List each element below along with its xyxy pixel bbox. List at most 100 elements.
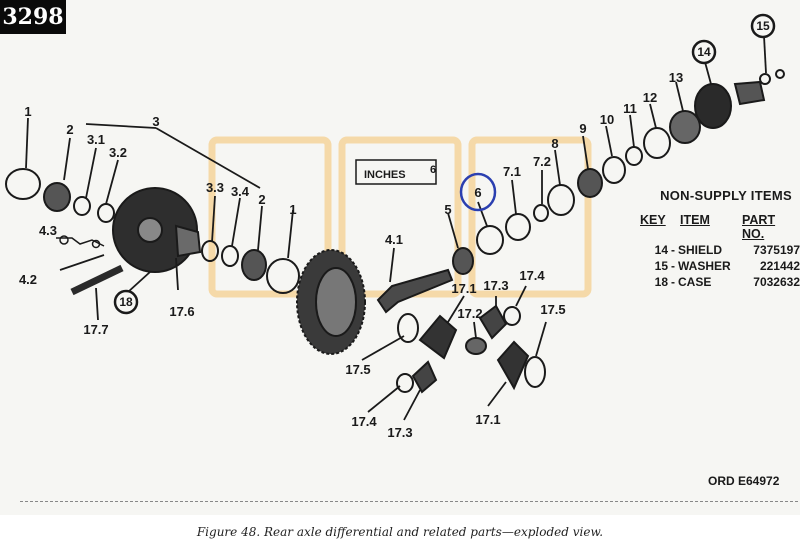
circled-label-18 <box>113 289 139 315</box>
part-label: 17.2 <box>457 306 482 321</box>
part-8-spacer <box>547 184 575 216</box>
thrust-washer-17-5-left <box>397 313 419 343</box>
ring-gear-inner <box>315 267 357 337</box>
legend-key: 15 <box>654 259 668 273</box>
part-label: 17.4 <box>519 268 545 283</box>
part-label: 17.7 <box>83 322 108 337</box>
bearing-cone-right <box>241 249 267 281</box>
case-bore <box>137 217 163 243</box>
shim-3-3 <box>201 240 219 262</box>
shim-7-1 <box>505 213 531 241</box>
part-label: 3.2 <box>109 145 127 160</box>
part-label: 17.6 <box>169 304 194 319</box>
pinion-mate-17-3 <box>478 304 508 340</box>
part-label: 3.4 <box>231 184 250 199</box>
bearing-cup-right <box>266 258 300 294</box>
thrust-washer-17-4 <box>503 306 521 326</box>
circled-label-15-text: 15 <box>756 19 770 33</box>
part-label: 3.1 <box>87 132 105 147</box>
legend-row: 15 - WASHER 221442 <box>640 259 800 273</box>
bearing-cup-left <box>5 168 41 200</box>
legend-row: 18 - CASE 7032632 <box>640 275 800 289</box>
part-15-washer <box>759 73 771 85</box>
legend-part-no: 7375197 <box>753 243 800 257</box>
exploded-view-diagram: INCHES 6 <box>5 13 785 440</box>
bearing-cone-left <box>43 182 71 212</box>
part-13-ring <box>669 110 701 144</box>
shim-3-2 <box>97 203 115 223</box>
part-label: 17.1 <box>475 412 500 427</box>
nut <box>775 69 785 79</box>
legend-part-no: 221442 <box>759 259 800 273</box>
selection-ring-part-6 <box>459 172 497 212</box>
companion-flange <box>733 80 766 106</box>
part-label: 5 <box>444 202 451 217</box>
leader-lines <box>25 35 767 421</box>
scale-note-value: 6 <box>430 164 436 176</box>
part-label: 9 <box>579 121 586 136</box>
part-label: 17.3 <box>387 425 412 440</box>
part-label: 17.5 <box>345 362 370 377</box>
lock-bolt <box>59 235 69 245</box>
part-label: 17.4 <box>351 414 377 429</box>
legend-header-part: PART NO. <box>742 213 776 241</box>
part-11-washer <box>625 146 643 166</box>
shim-7-2 <box>533 204 549 222</box>
pinion-mate-17-2 <box>465 337 487 355</box>
legend-title: NON-SUPPLY ITEMS <box>660 188 792 203</box>
highlight-frame-left <box>208 136 332 298</box>
circled-label-14 <box>691 39 717 65</box>
caption-divider <box>20 501 798 502</box>
part-label: 10 <box>600 112 614 127</box>
part-label: 7.1 <box>503 164 521 179</box>
legend-header-row: KEY ITEM PART NO. <box>640 213 800 241</box>
non-supply-items-legend: NON-SUPPLY ITEMS KEY ITEM PART NO. 14 - … <box>640 188 800 289</box>
part-label: 3.3 <box>206 180 224 195</box>
pinion-bearing <box>452 247 474 275</box>
part-label: 4.2 <box>19 272 37 287</box>
part-label: 3 <box>152 114 159 129</box>
part-label: 17.3 <box>483 278 508 293</box>
legend-key: 14 <box>654 243 668 257</box>
part-label: 12 <box>643 90 657 105</box>
legend-key: 18 <box>654 275 668 289</box>
thrust-washer-17-4-lower <box>396 373 414 393</box>
part-label: 17.1 <box>451 281 476 296</box>
part-10-cup <box>602 156 626 184</box>
circled-labels: 18 14 15 <box>113 13 776 315</box>
part-label: 4.1 <box>385 232 403 247</box>
circled-label-18-text: 18 <box>119 295 133 309</box>
part-9-bearing <box>577 168 603 198</box>
part-label: 1 <box>24 104 31 119</box>
part-12-seal <box>643 127 671 159</box>
part-label: 6 <box>474 185 481 200</box>
circled-label-15 <box>750 13 776 39</box>
parts <box>5 69 785 394</box>
scale-note: INCHES 6 <box>355 159 437 185</box>
highlight-frame-right <box>468 136 592 298</box>
part-label: 2 <box>258 192 265 207</box>
part-label: 7.2 <box>533 154 551 169</box>
part-label: 17.5 <box>540 302 565 317</box>
part-label: 8 <box>551 136 558 151</box>
legend-part-no: 7032632 <box>753 275 800 289</box>
lock-nut <box>91 239 101 249</box>
case-hub <box>174 224 202 258</box>
legend-header-key: KEY <box>640 213 666 227</box>
legend-row: 14 - SHIELD 7375197 <box>640 243 800 257</box>
legend-item: WASHER <box>678 259 731 273</box>
drive-pinion <box>376 268 454 314</box>
part-label: 11 <box>623 101 637 116</box>
part-14-shield <box>694 83 732 129</box>
highlight-frame-center <box>338 136 462 298</box>
part-label: 4.3 <box>39 223 57 238</box>
circled-label-14-text: 14 <box>697 45 711 59</box>
scale-note-label: INCHES <box>364 169 406 181</box>
side-gear-17-1-left <box>418 314 458 360</box>
shim-3-1 <box>73 196 91 216</box>
figure-caption: Figure 48. Rear axle differential and re… <box>196 525 604 539</box>
shim-3-4 <box>221 245 239 267</box>
pinion-shaft <box>70 264 124 296</box>
part-6-cup <box>476 225 504 255</box>
page-id-badge: 3298 <box>0 0 66 34</box>
